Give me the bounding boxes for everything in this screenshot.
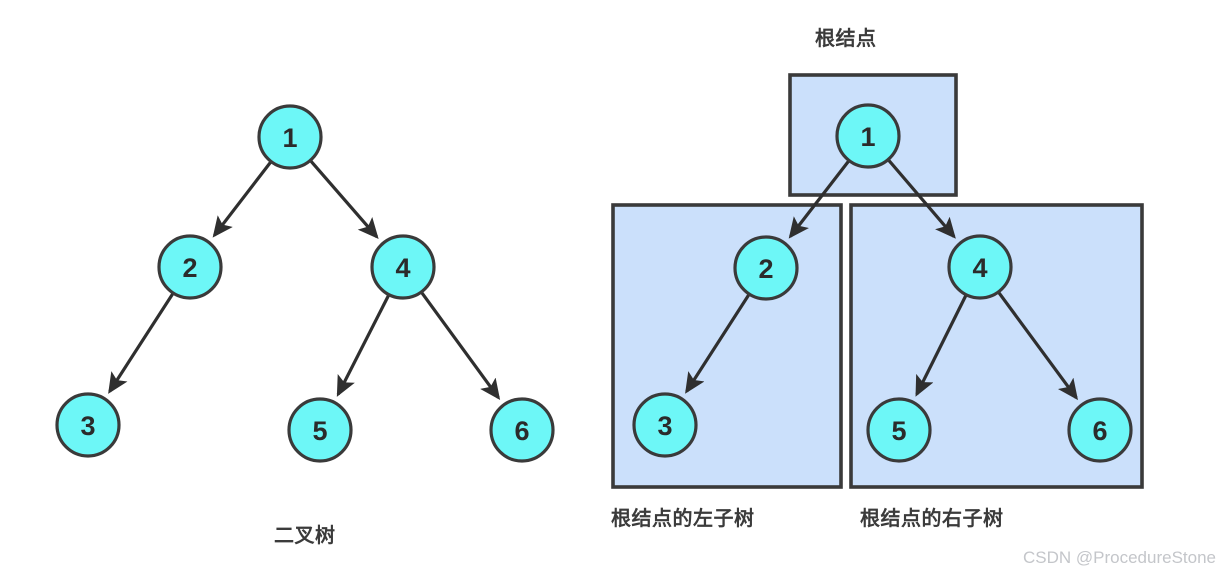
tree-edge-L4-to-L5 [336, 293, 391, 397]
node-circle-1 [835, 103, 901, 169]
node-label-6: 6 [514, 416, 529, 446]
tree-edge-R1-to-R4 [886, 157, 956, 239]
tree-edge-L4-to-L6 [419, 290, 501, 401]
label-root-node: 根结点 [815, 28, 877, 50]
node-label-2: 2 [182, 253, 197, 283]
tree-node-2[interactable]: 2 [157, 234, 223, 300]
node-label-6: 6 [1092, 416, 1107, 446]
node-circle-2 [157, 234, 223, 300]
node-label-3: 3 [80, 411, 95, 441]
tree-node-6[interactable]: 6 [489, 397, 555, 463]
node-circle-3 [632, 392, 698, 458]
node-circle-4 [370, 234, 436, 300]
tree-edge-L2-to-L3 [108, 291, 176, 394]
node-label-4: 4 [395, 253, 410, 283]
tree-edge-R4-to-R5 [915, 293, 969, 397]
tree-node-5[interactable]: 5 [866, 397, 932, 463]
tree-edge-R2-to-R3 [685, 292, 752, 394]
node-circle-5 [287, 397, 353, 463]
tree-node-1[interactable]: 1 [835, 103, 901, 169]
right-tree-nodes-group: 1 2 3 4 5 6 [632, 103, 1133, 463]
node-label-1: 1 [860, 122, 875, 152]
tree-edge-R4-to-R6 [996, 290, 1078, 401]
watermark-text: CSDN @ProcedureStone [1022, 548, 1216, 567]
node-label-1: 1 [282, 123, 297, 153]
tree-node-2[interactable]: 2 [733, 235, 799, 301]
caption-binary-tree: 二叉树 [274, 525, 336, 547]
tree-edge-L1-to-L4 [308, 158, 379, 239]
tree-node-4[interactable]: 4 [370, 234, 436, 300]
node-circle-3 [55, 392, 121, 458]
node-circle-1 [257, 104, 323, 170]
left-tree-nodes-group: 1 2 3 4 5 6 [55, 104, 555, 463]
tree-node-3[interactable]: 3 [55, 392, 121, 458]
tree-node-5[interactable]: 5 [287, 397, 353, 463]
tree-node-4[interactable]: 4 [947, 234, 1013, 300]
tree-node-6[interactable]: 6 [1067, 397, 1133, 463]
node-circle-5 [866, 397, 932, 463]
node-label-5: 5 [891, 416, 906, 446]
left-tree-edges-group [108, 158, 501, 401]
tree-node-3[interactable]: 3 [632, 392, 698, 458]
node-label-3: 3 [657, 411, 672, 441]
node-circle-6 [489, 397, 555, 463]
caption-right-subtree: 根结点的右子树 [860, 508, 1004, 530]
node-label-5: 5 [312, 416, 327, 446]
node-label-4: 4 [972, 253, 987, 283]
tree-node-1[interactable]: 1 [257, 104, 323, 170]
caption-left-subtree: 根结点的左子树 [611, 508, 755, 530]
tree-edge-R1-to-R2 [788, 158, 851, 239]
node-label-2: 2 [758, 254, 773, 284]
node-circle-4 [947, 234, 1013, 300]
right-tree-edges-group [685, 157, 1078, 401]
node-circle-6 [1067, 397, 1133, 463]
tree-edge-L1-to-L2 [212, 159, 273, 238]
node-circle-2 [733, 235, 799, 301]
